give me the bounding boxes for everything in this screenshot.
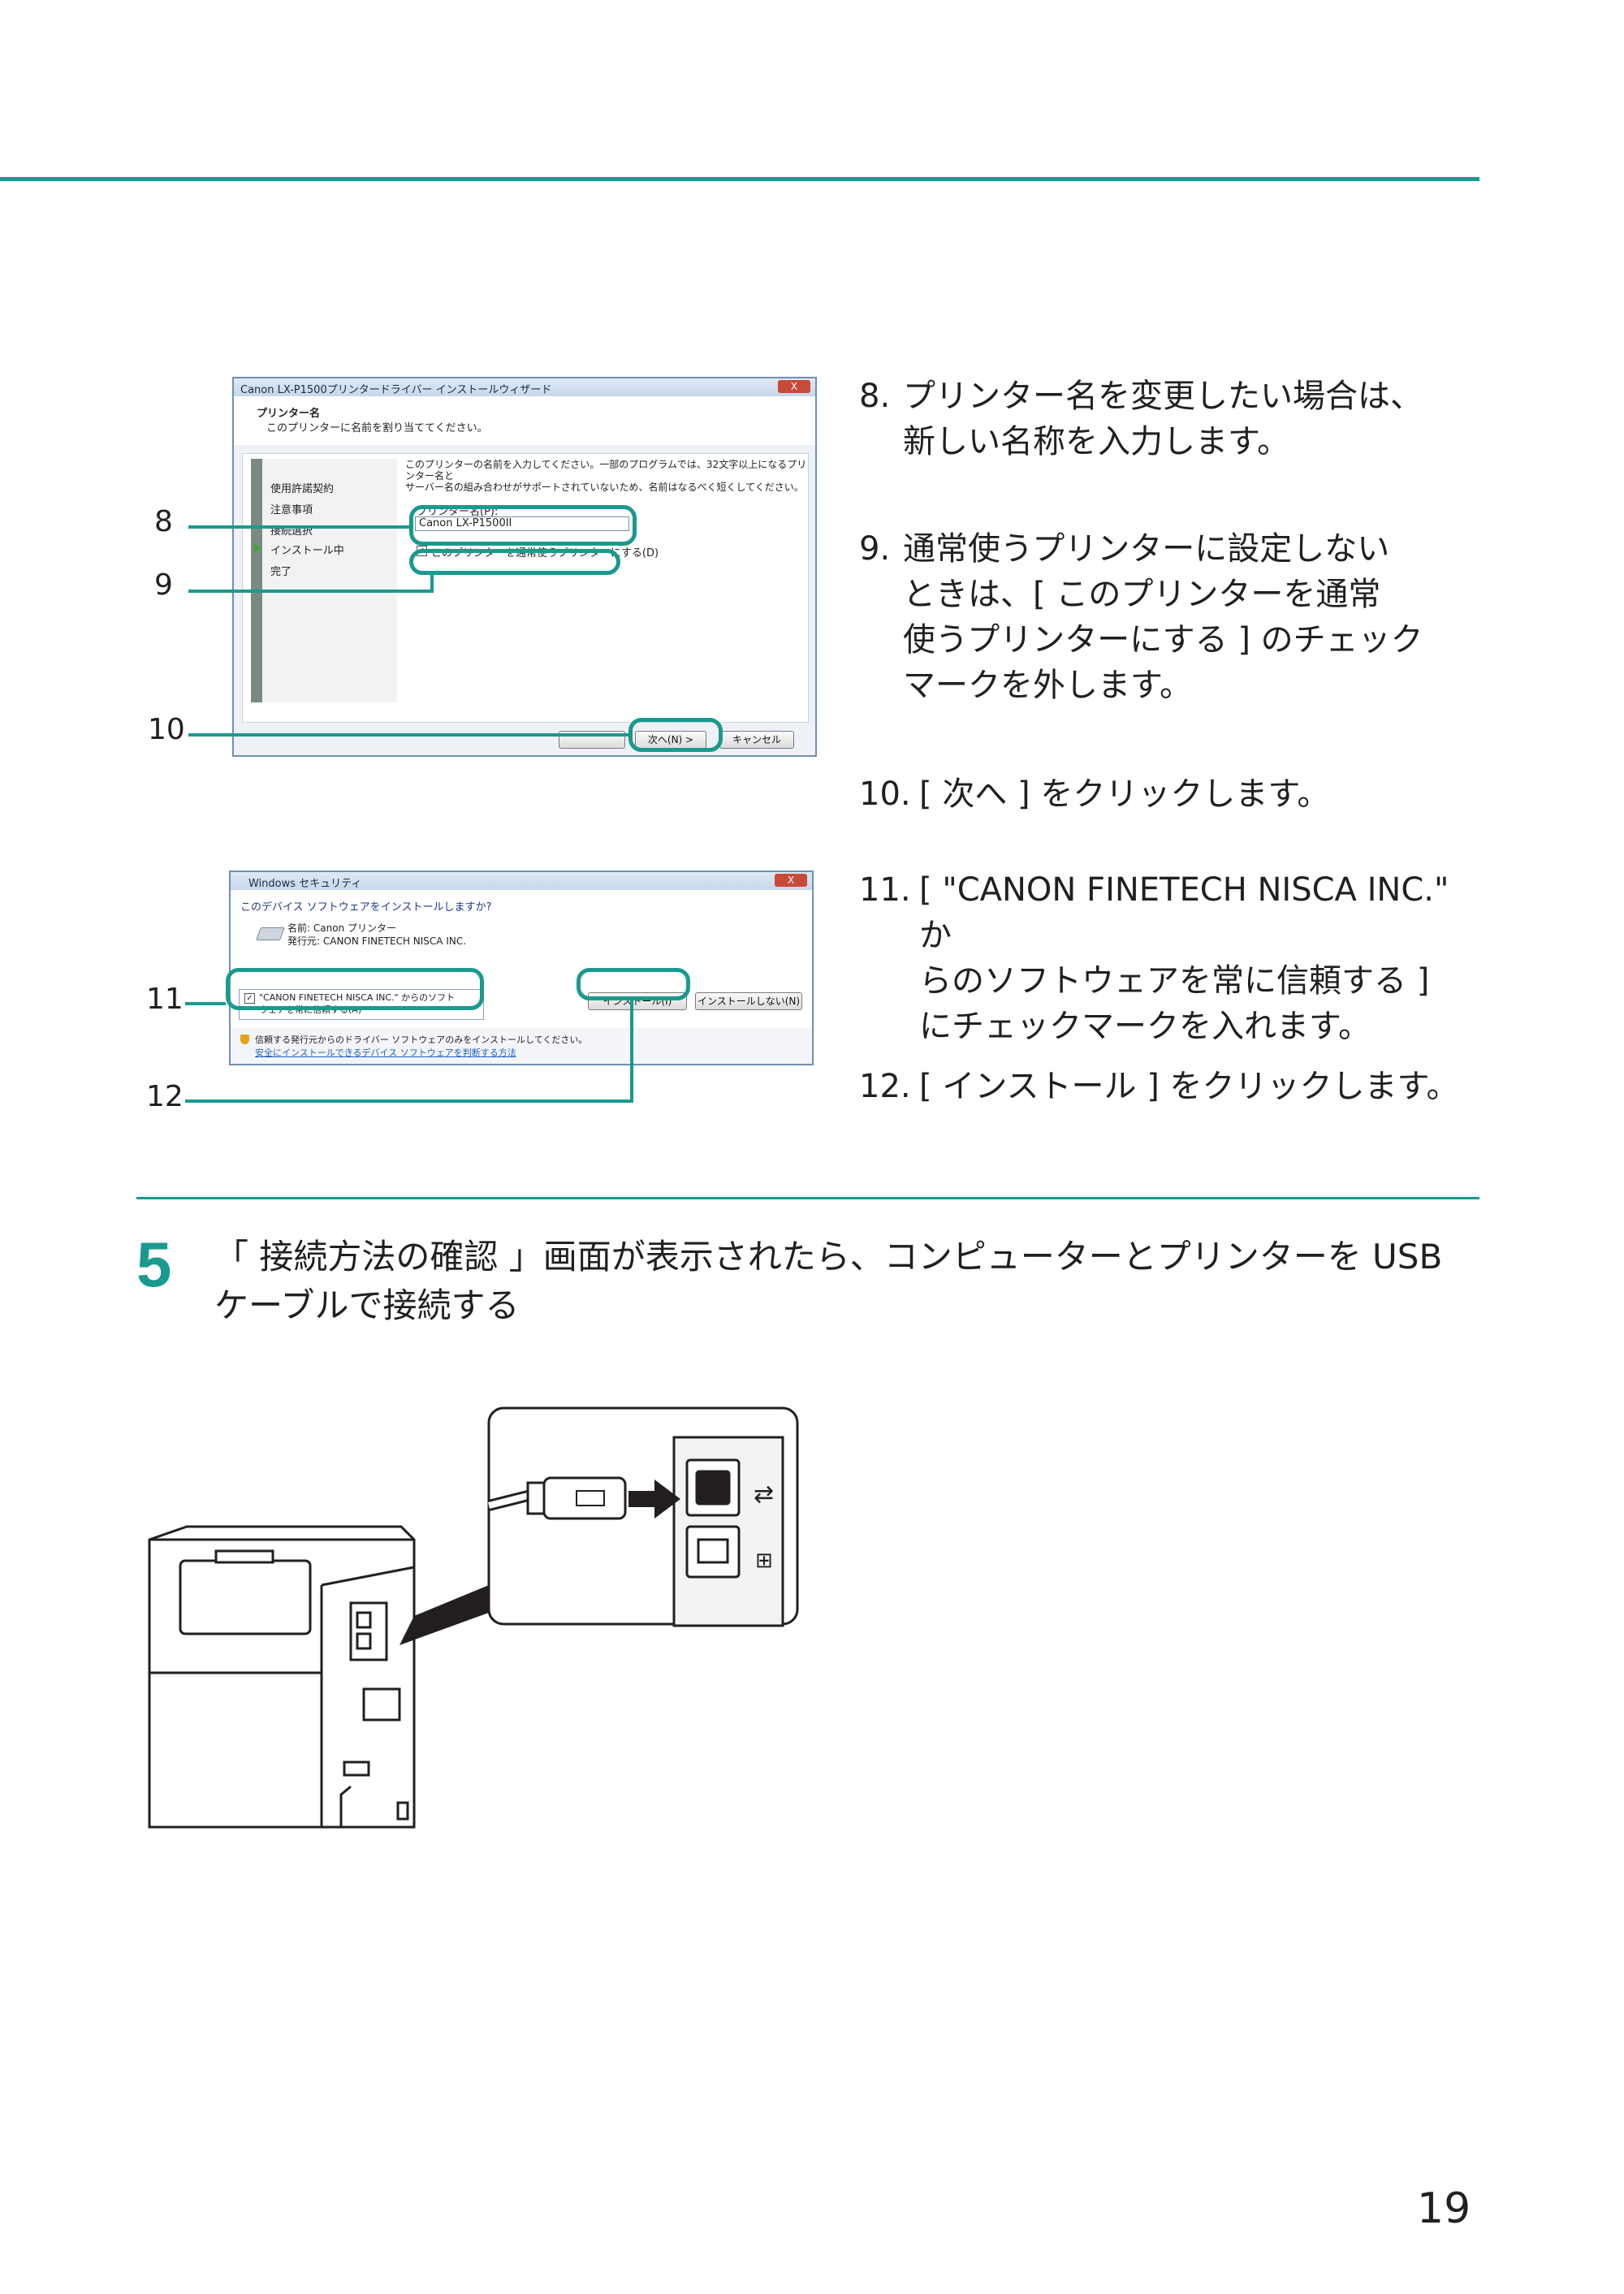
leader-8	[188, 525, 409, 529]
wizard-footer: 次へ(N) > キャンセル	[234, 724, 815, 755]
callout-8: 8	[154, 505, 173, 538]
step-8-number: 8.	[859, 378, 891, 415]
step-11-text: [ "CANON FINETECH NISCA INC." か らのソフトウェア…	[919, 871, 1449, 1045]
usb-cable	[487, 1476, 627, 1520]
trust-checkbox[interactable]: ✓	[244, 993, 255, 1004]
notice-text: 信頼する発行元からのドライバー ソフトウェアのみをインストールしてください。	[255, 1035, 588, 1045]
section-rule	[136, 1197, 1479, 1199]
callout-9: 9	[154, 568, 173, 602]
zoom-wedge	[400, 1585, 489, 1645]
wizard-body: 使用許諾契約 注意事項 接続選択 インストール中 完了 このプリンターの名前を入…	[242, 453, 809, 723]
usb-symbol-icon: ⇄	[754, 1480, 774, 1509]
sidebar-item-connection: 接続選択	[270, 525, 313, 538]
step-10-text: [ 次へ ] をクリックします。	[919, 775, 1330, 813]
step-5-number: 5	[136, 1229, 172, 1300]
trust-checkbox-area: ✓ "CANON FINETECH NISCA INC." からのソフト ウェア…	[239, 989, 484, 1020]
wizard-header: プリンター名 このプリンターに名前を割り当ててください。	[234, 396, 815, 445]
highlight-printer-name	[409, 505, 637, 546]
wizard-title: Canon LX-P1500プリンタードライバー インストールウィザード	[240, 384, 552, 396]
step-9-text: 通常使うプリンターに設定しない ときは、[ このプリンターを通常 使うプリンター…	[903, 530, 1423, 704]
step-12: 12. [ インストール ] をクリックします。	[859, 1064, 1476, 1112]
callout-11: 11	[146, 983, 184, 1016]
leader-10	[188, 733, 628, 737]
security-window: Windows セキュリティ X このデバイス ソフトウェアをインストールします…	[229, 871, 814, 1065]
security-body: このデバイス ソフトウェアをインストールしますか? 名前: Canon プリンタ…	[231, 890, 812, 1028]
notice-link[interactable]: 安全にインストールできるデバイス ソフトウェアを判断する方法	[255, 1048, 516, 1058]
current-step-arrow-icon	[254, 543, 261, 553]
printer-icon	[256, 927, 285, 940]
top-rule	[0, 177, 1479, 181]
leader-11	[185, 1002, 226, 1005]
cancel-button[interactable]: キャンセル	[719, 731, 794, 749]
dont-install-button[interactable]: インストールしない(N)	[695, 992, 802, 1010]
close-icon[interactable]: X	[775, 874, 807, 887]
page-number: 19	[1417, 2184, 1471, 2233]
step-11: 11. [ "CANON FINETECH NISCA INC." か らのソフ…	[859, 867, 1476, 1045]
insert-arrow-icon	[628, 1480, 680, 1519]
step-5-heading: 「 接続方法の確認 」画面が表示されたら、コンピューターとプリンターを USB …	[214, 1237, 1443, 1325]
step-12-text: [ インストール ] をクリックします。	[919, 1068, 1459, 1105]
security-titlebar: Windows セキュリティ X	[231, 872, 812, 890]
sidebar-item-installing: インストール中	[270, 545, 344, 557]
step-9: 9. 通常使うプリンターに設定しない ときは、[ このプリンターを通常 使うプリ…	[859, 526, 1476, 713]
leader-9-vertical	[430, 573, 434, 593]
highlight-trust-checkbox	[226, 968, 484, 1010]
leader-9	[188, 590, 432, 593]
usb-port-closeup	[487, 1406, 799, 1627]
wizard-sidebar: 使用許諾契約 注意事項 接続選択 インストール中 完了	[251, 459, 397, 702]
step-8-text: プリンター名を変更したい場合は、 新しい名称を入力します。	[903, 378, 1423, 460]
network-symbol-icon: ⊞	[755, 1549, 773, 1573]
driver-name: 名前: Canon プリンター	[287, 922, 396, 934]
highlight-next-button	[628, 718, 723, 752]
leader-12	[185, 1099, 633, 1103]
wizard-header-subtitle: このプリンターに名前を割り当ててください。	[266, 422, 488, 434]
step-8: 8. プリンター名を変更したい場合は、 新しい名称を入力します。	[859, 374, 1476, 471]
step-10-number: 10.	[859, 775, 911, 813]
wizard-window: Canon LX-P1500プリンタードライバー インストールウィザード X プ…	[232, 377, 817, 757]
sidebar-item-license: 使用許諾契約	[270, 483, 335, 495]
step-11-number: 11.	[859, 871, 911, 909]
close-icon[interactable]: X	[778, 380, 810, 393]
driver-publisher: 発行元: CANON FINETECH NISCA INC.	[287, 935, 467, 947]
security-notice: 信頼する発行元からのドライバー ソフトウェアのみをインストールしてください。 安…	[231, 1028, 812, 1064]
highlight-install-button	[577, 968, 690, 1000]
wizard-header-title: プリンター名	[257, 408, 321, 420]
security-title: Windows セキュリティ	[248, 878, 362, 890]
step-9-number: 9.	[859, 530, 891, 568]
printer-illustration	[148, 1525, 416, 1829]
sidebar-item-finish: 完了	[270, 566, 292, 578]
callout-10: 10	[148, 713, 185, 746]
printer-name-field[interactable]: Canon LX-P1500II	[415, 516, 629, 531]
wizard-titlebar: Canon LX-P1500プリンタードライバー インストールウィザード X	[234, 378, 815, 396]
step-10: 10. [ 次へ ] をクリックします。	[859, 771, 1476, 820]
callout-12: 12	[146, 1080, 184, 1113]
highlight-default-checkbox	[409, 549, 620, 575]
leader-12-vertical	[630, 1000, 633, 1103]
sidebar-item-notes: 注意事項	[270, 504, 313, 516]
warning-shield-icon	[240, 1035, 249, 1044]
step-12-number: 12.	[859, 1068, 911, 1105]
security-question: このデバイス ソフトウェアをインストールしますか?	[240, 901, 492, 914]
printer-name-value: Canon LX-P1500II	[419, 517, 512, 529]
printer-usb-illustration: ⇄ ⊞	[148, 1406, 799, 1829]
wizard-description: このプリンターの名前を入力してください。一部のプログラムでは、32文字以上になる…	[405, 459, 807, 493]
